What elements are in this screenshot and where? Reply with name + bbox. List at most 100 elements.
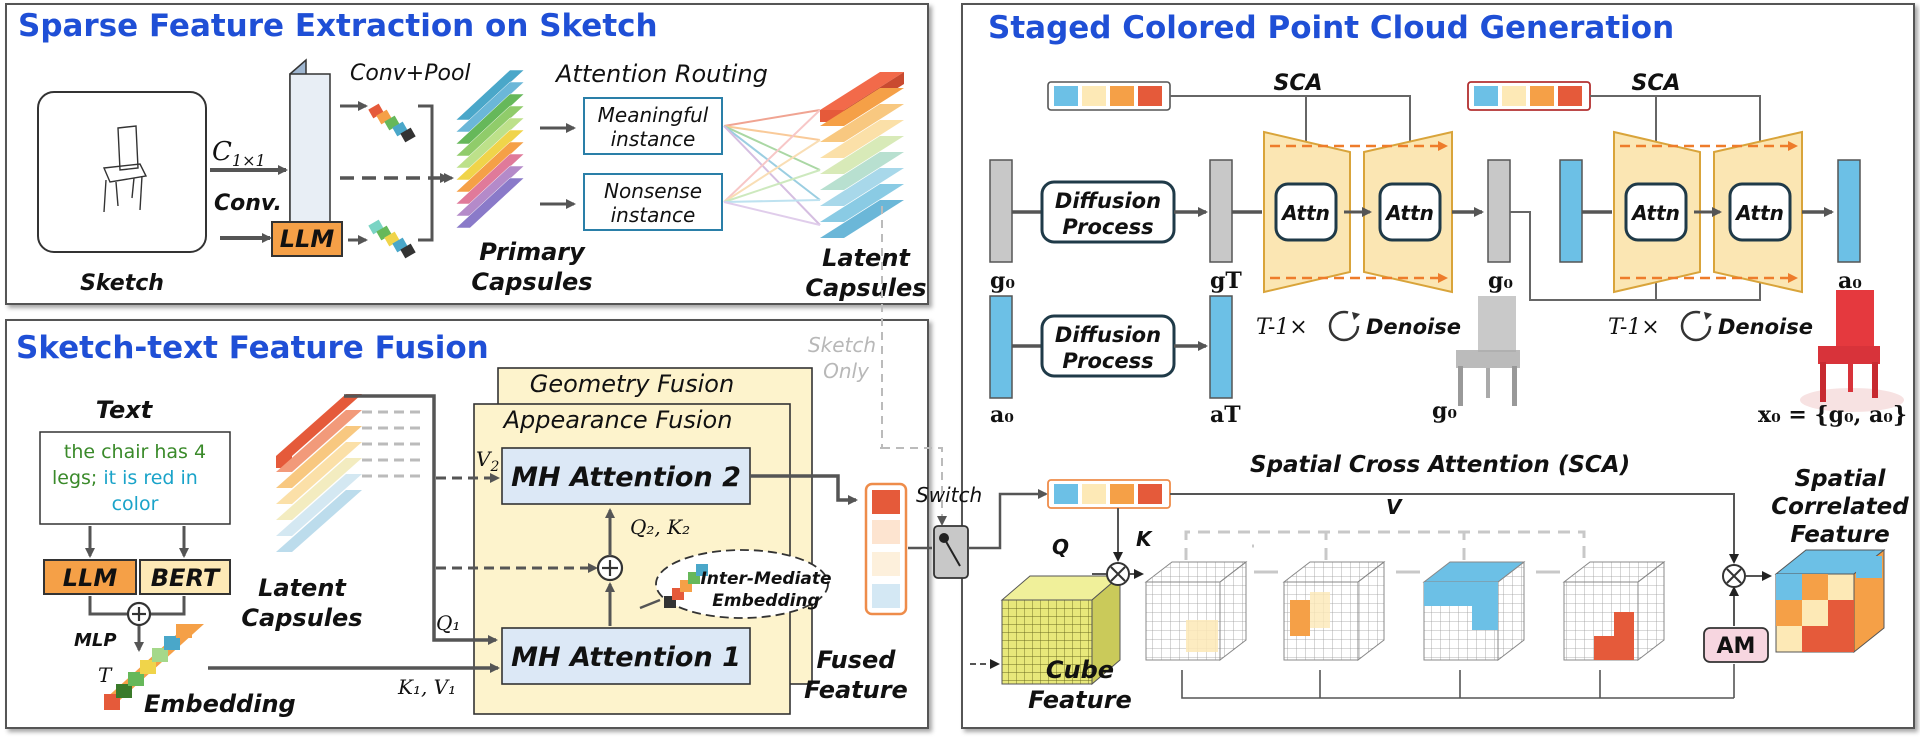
sketch-box [37, 91, 207, 253]
geometry-fusion-label: Geometry Fusion [530, 370, 734, 398]
embedding-label: Embedding [144, 690, 296, 718]
am-box [1703, 627, 1769, 663]
gT-bar [1209, 159, 1233, 263]
g0-label-1: g₀ [990, 268, 1015, 294]
cube-bottom-lines [1181, 664, 1735, 699]
cube-line2: Feature [1028, 686, 1132, 714]
inter-line2: Embedding [712, 591, 819, 611]
sparse-llm-label: LLM [280, 225, 335, 253]
attn-box-1 [1274, 182, 1338, 242]
conv-plate [289, 73, 331, 241]
denoise-2: Denoise [1718, 315, 1813, 339]
mh-attention-1-label: MH Attention 1 [511, 642, 741, 673]
diffusion-1-line2: Process [1062, 215, 1153, 239]
latent-line1-sparse: Latent [822, 244, 911, 272]
llm-embedding-bar [368, 219, 416, 259]
x0-eq: x₀ = {g₀, a₀} [1758, 402, 1907, 428]
attn-label-3: Attn [1630, 201, 1680, 225]
a0-bar-in [989, 295, 1013, 399]
mlp-label: MLP [74, 630, 117, 651]
denoise-loop-icon-1 [1328, 310, 1360, 342]
am-label: AM [1717, 634, 1756, 659]
fused-feature-bar [864, 482, 908, 616]
gray-point-cloud-chair [1456, 296, 1520, 406]
attention-cube-4 [1562, 560, 1666, 662]
fusion-llm-label: LLM [63, 564, 118, 592]
denoise-loop-icon-2 [1680, 310, 1712, 342]
meaningful-line2: instance [611, 127, 696, 151]
text-line2: legs;it is red in [52, 467, 198, 489]
attn-box-4 [1728, 182, 1792, 242]
gT-label: gT [1210, 268, 1242, 294]
g0-label-2: g₀ [1488, 268, 1513, 294]
sparse-title: Sparse Feature Extraction on Sketch [18, 8, 658, 44]
appearance-fusion-label: Appearance Fusion [502, 406, 733, 434]
q2k2-label: Q₂, K₂ [630, 515, 690, 539]
diffusion-1-line1: Diffusion [1055, 189, 1161, 213]
attn-box-2 [1378, 182, 1442, 242]
bert-box [139, 559, 231, 595]
text-embedding-bar [104, 624, 204, 710]
fused-line1: Fused [817, 646, 897, 674]
meaningful-instance-box [583, 97, 723, 155]
attention-routing-label: Attention Routing [554, 60, 768, 88]
conv-embedding-bar [368, 103, 416, 143]
fusion-llm-box [43, 559, 137, 595]
conv-math: C1×1 [212, 137, 266, 170]
aT-label: aT [1210, 402, 1241, 428]
primary-line2: Capsules [471, 268, 592, 296]
fused-line2: Feature [804, 676, 908, 704]
mh-attention-2-label: MH Attention 2 [511, 462, 741, 493]
mh-attention-2-box [501, 447, 751, 505]
t-minus-2: T-1× [1608, 315, 1660, 340]
sketch-label: Sketch [80, 271, 164, 296]
attn-label-1: Attn [1280, 201, 1330, 225]
latent-capsules-stack-fusion [276, 394, 362, 552]
text-label: Text [96, 396, 154, 424]
inter-line1: Inter-Mediate [700, 569, 831, 589]
text-line3: color [112, 493, 159, 515]
latent-line2-sparse: Capsules [805, 274, 926, 302]
a0-bar-out [1837, 159, 1861, 263]
text-box [39, 431, 231, 525]
meaningful-line1: Meaningful [598, 103, 709, 127]
attention-cube-2 [1282, 560, 1386, 662]
nonsense-line2: instance [611, 203, 696, 227]
a0-label-out: a₀ [1838, 268, 1862, 294]
latent-line2-fusion: Capsules [241, 604, 362, 632]
g0-label-3: g₀ [1432, 398, 1457, 424]
nonsense-line1: Nonsense [604, 179, 702, 203]
primary-line1: Primary [479, 238, 586, 266]
text-line1: the chair has 4 [64, 441, 206, 463]
t-minus-1: T-1× [1256, 315, 1308, 340]
denoise-1: Denoise [1366, 315, 1461, 339]
sca-label-1: SCA [1273, 71, 1322, 96]
intermediate-embedding-bar [664, 564, 708, 608]
g0-bar-2 [1487, 159, 1511, 263]
g0-bar-1 [989, 159, 1013, 263]
sketch-only-line1: Sketch [808, 333, 876, 357]
cube-line1: Cube [1046, 656, 1114, 684]
attn-label-4: Attn [1734, 201, 1784, 225]
diffusion-2-line2: Process [1062, 349, 1153, 373]
v2-label: V2 [476, 447, 499, 475]
cube-dash-links [1184, 530, 1586, 560]
switch-label: Switch [916, 483, 982, 507]
routing-lines [723, 109, 821, 226]
conv-label: Conv. [214, 191, 282, 216]
attention-cube-3 [1422, 560, 1526, 662]
spatial-line1: Spatial [1795, 466, 1887, 492]
fusion-title: Sketch-text Feature Fusion [16, 330, 489, 366]
sparse-llm-box [271, 221, 343, 257]
t-label: T [98, 663, 113, 687]
sca-v-label: V [1386, 495, 1403, 519]
q1-label: Q₁ [436, 611, 460, 635]
conv-pool-label: Conv+Pool [350, 61, 471, 86]
primary-capsules-stack [455, 69, 525, 229]
k1v1-label: K₁, V₁ [397, 675, 456, 699]
sca-q-label: Q [1052, 535, 1069, 559]
sketch-only-line2: Only [823, 359, 870, 383]
a-bar-input [1559, 159, 1583, 263]
attention-cube-1 [1144, 560, 1248, 662]
red-point-cloud-chair [1800, 290, 1904, 412]
